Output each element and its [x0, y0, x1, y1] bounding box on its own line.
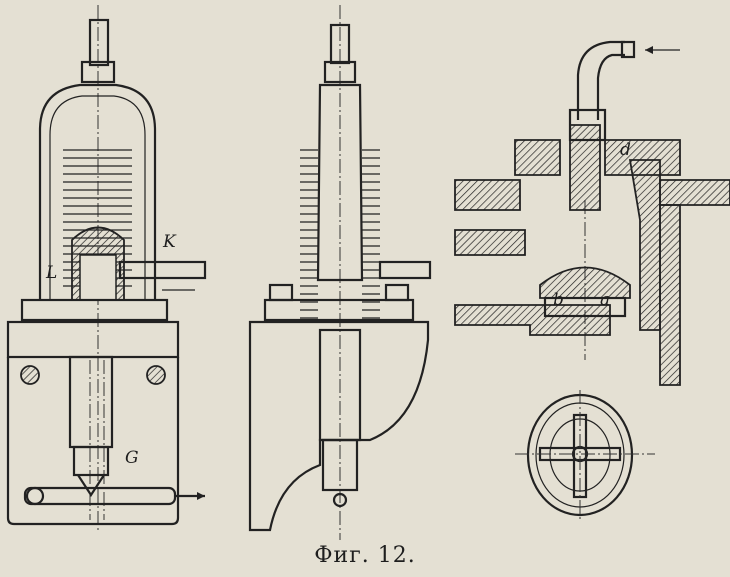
valve-side-view — [248, 5, 432, 540]
figure-caption: Фиг. 12. — [314, 543, 416, 568]
valve-section-view — [454, 40, 730, 520]
bellows-middle — [300, 149, 380, 319]
valve-front-view-lower — [23, 260, 207, 506]
label-L: L — [46, 263, 58, 283]
label-d: d — [620, 140, 631, 160]
valve-front-view — [6, 5, 180, 530]
label-b: b — [553, 290, 564, 310]
label-G: G — [125, 448, 139, 468]
label-K: K — [163, 232, 176, 252]
label-a: a — [600, 290, 611, 310]
valve-disk-plan — [515, 390, 655, 520]
